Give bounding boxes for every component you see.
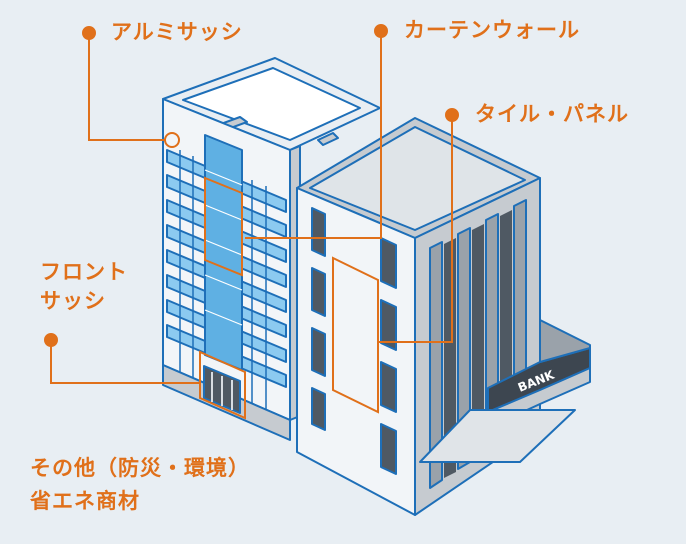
callout-lines [44, 24, 459, 420]
label-other: その他（防災・環境） 省エネ商材 [30, 452, 250, 517]
label-front-sash-line2: サッシ [40, 289, 106, 314]
label-front-sash: フロント サッシ [40, 258, 128, 317]
right-tower [296, 117, 591, 516]
left-tower [162, 57, 381, 441]
label-other-line1: その他（防災・環境） [30, 456, 250, 480]
label-front-sash-line1: フロント [40, 260, 128, 284]
label-other-line2: 省エネ商材 [30, 488, 140, 513]
label-aluminum-sash: アルミサッシ [111, 20, 243, 44]
label-curtain-wall: カーテンウォール [404, 18, 580, 42]
label-tile-panel: タイル・パネル [475, 102, 629, 126]
